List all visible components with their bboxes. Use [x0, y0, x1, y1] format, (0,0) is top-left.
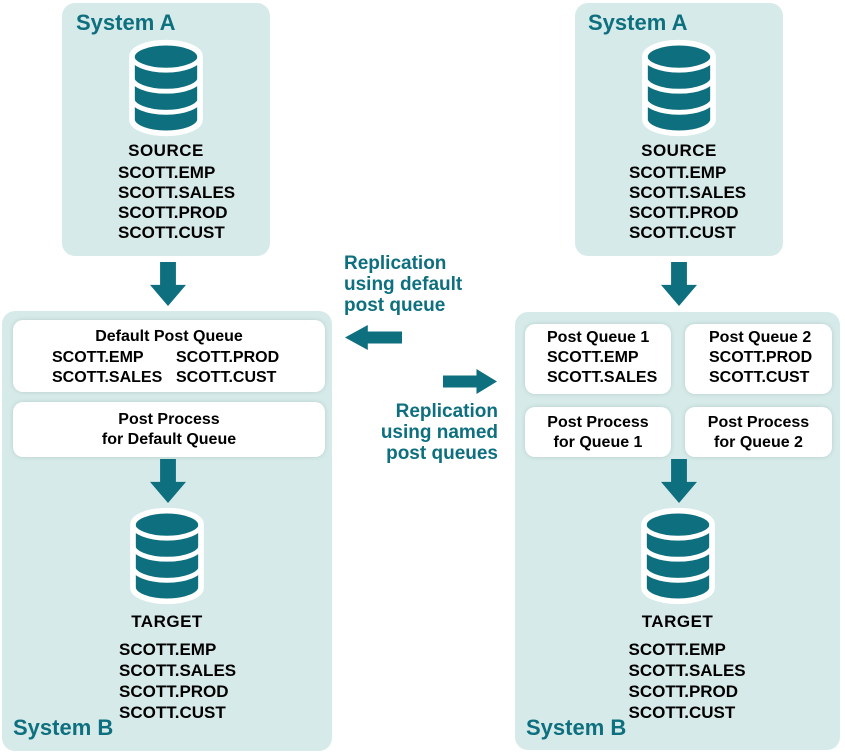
table-item: SCOTT.PROD	[709, 349, 813, 366]
post-process-box: Post Process for Default Queue	[13, 402, 325, 457]
database-icon	[130, 507, 204, 605]
table-item: SCOTT.PROD	[118, 203, 228, 222]
table-item: SCOTT.EMP	[52, 349, 144, 366]
queue-box-title: Default Post Queue	[95, 328, 243, 345]
database-icon	[642, 39, 716, 137]
table-item: SCOTT.SALES	[629, 183, 747, 202]
default-post-queue-box: Default Post Queue SCOTT.EMP SCOTT.SALES…	[13, 320, 325, 392]
table-item: SCOTT.SALES	[118, 183, 236, 202]
table-item: SCOTT.EMP	[628, 640, 726, 659]
table-item: SCOTT.SALES	[628, 661, 746, 680]
table-item: SCOTT.CUST	[119, 703, 226, 722]
table-item: SCOTT.PROD	[176, 349, 280, 366]
target-table-list: SCOTT.EMP SCOTT.SALES SCOTT.PROD SCOTT.C…	[629, 639, 746, 723]
source-label: SOURCE	[641, 141, 717, 160]
process-line: Post Process	[118, 411, 220, 428]
table-item: SCOTT.CUST	[709, 369, 810, 386]
table-item: SCOTT.CUST	[628, 703, 736, 722]
table-item: SCOTT.PROD	[628, 682, 739, 701]
post-process-2-box: Post Process for Queue 2	[685, 407, 832, 457]
source-label: SOURCE	[128, 141, 204, 160]
post-process-1-box: Post Process for Queue 1	[525, 407, 671, 457]
system-b-title: System B	[13, 715, 114, 740]
post-queue-2-box: Post Queue 2 SCOTT.PROD SCOTT.CUST	[685, 324, 832, 394]
system-a-title: System A	[588, 10, 688, 35]
queue-column: SCOTT.PROD SCOTT.CUST	[176, 348, 279, 388]
flow-label-line: post queues	[386, 443, 498, 464]
table-item: SCOTT.CUST	[629, 223, 736, 242]
flow-label-line: using named	[380, 422, 498, 443]
flow-label-line: Replication	[395, 401, 498, 422]
down-arrow	[150, 262, 186, 306]
process-line: Post Process	[547, 414, 649, 431]
target-label: TARGET	[641, 612, 714, 631]
process-line: for Queue 1	[553, 434, 643, 451]
flow-arrow-left	[345, 325, 402, 350]
table-item: SCOTT.EMP	[119, 640, 217, 659]
process-line: Post Process	[707, 414, 810, 431]
flow-label-line: Replication	[344, 253, 447, 274]
target-label: TARGET	[131, 612, 203, 631]
down-arrow	[661, 262, 697, 306]
table-item: SCOTT.CUST	[176, 369, 277, 386]
table-item: SCOTT.CUST	[118, 223, 225, 242]
process-line: for Queue 2	[714, 434, 803, 451]
post-queue-1-box: Post Queue 1 SCOTT.EMP SCOTT.SALES	[525, 324, 671, 394]
system-a-title: System A	[76, 10, 176, 35]
database-icon	[640, 507, 715, 605]
flow-arrow-right	[443, 369, 497, 394]
flow-label-named: Replication using named post queues	[340, 401, 498, 464]
flow-label-line: post queue	[344, 295, 446, 316]
table-item: SCOTT.SALES	[52, 369, 163, 386]
process-line: for Default Queue	[101, 431, 237, 448]
database-icon	[129, 39, 203, 137]
table-item: SCOTT.EMP	[547, 349, 639, 366]
queue-column: SCOTT.EMP SCOTT.SALES	[52, 348, 162, 388]
flow-label-default: Replication using default post queue	[344, 253, 462, 316]
table-item: SCOTT.SALES	[119, 661, 237, 680]
table-item: SCOTT.EMP	[118, 163, 216, 182]
panel-system-b-left: Default Post Queue SCOTT.EMP SCOTT.SALES…	[2, 311, 332, 751]
panel-system-a-left: System A SOURCE SCOTT.EMP SCOTT.SALES SC…	[62, 3, 270, 256]
table-item: SCOTT.PROD	[119, 682, 229, 701]
source-table-list: SCOTT.EMP SCOTT.SALES SCOTT.PROD SCOTT.C…	[118, 163, 235, 243]
table-item: SCOTT.EMP	[629, 163, 727, 182]
queue-box-title: Post Queue 1	[547, 329, 650, 346]
table-item: SCOTT.PROD	[629, 203, 739, 222]
source-table-list: SCOTT.EMP SCOTT.SALES SCOTT.PROD SCOTT.C…	[629, 163, 746, 243]
flow-label-line: using default	[344, 274, 463, 295]
panel-system-b-right: Post Queue 1 SCOTT.EMP SCOTT.SALES Post …	[515, 312, 840, 750]
panel-system-a-right: System A SOURCE SCOTT.EMP SCOTT.SALES SC…	[575, 3, 783, 256]
system-b-title: System B	[526, 715, 627, 740]
target-table-list: SCOTT.EMP SCOTT.SALES SCOTT.PROD SCOTT.C…	[119, 639, 236, 723]
table-item: SCOTT.SALES	[547, 369, 658, 386]
queue-box-title: Post Queue 2	[709, 329, 812, 346]
